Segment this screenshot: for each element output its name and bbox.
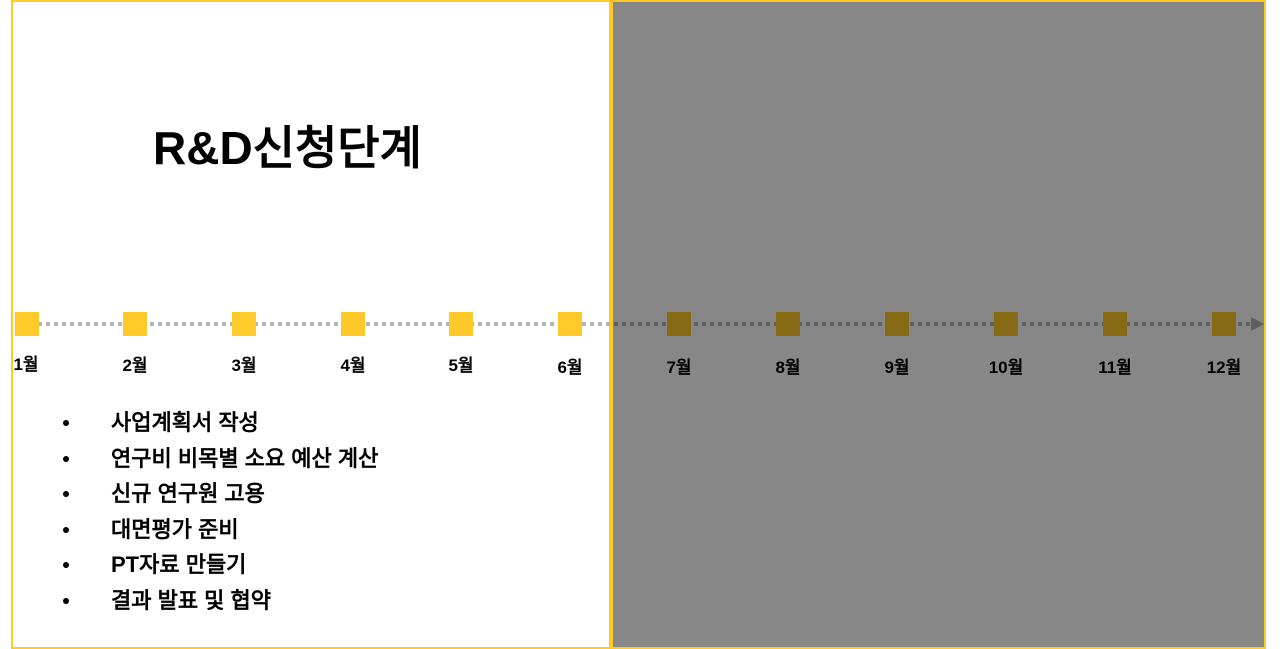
month-label-1: 1월	[13, 355, 39, 374]
month-marker-6	[558, 312, 582, 336]
month-label-6: 6월	[557, 358, 583, 377]
month-marker-1	[15, 312, 39, 336]
month-marker-10	[994, 312, 1018, 336]
month-label-5: 5월	[448, 356, 474, 375]
bullet-icon	[63, 526, 69, 533]
timeline-dotted-line	[38, 322, 1250, 326]
month-marker-12	[1212, 312, 1236, 336]
task-list: 사업계획서 작성 연구비 비목별 소요 예산 계산 신규 연구원 고용 대면평가…	[60, 405, 378, 618]
task-item: 대면평가 준비	[60, 512, 378, 548]
month-marker-5	[449, 312, 473, 336]
month-label-4: 4월	[340, 356, 366, 375]
month-marker-9	[885, 312, 909, 336]
month-label-10: 10월	[988, 358, 1024, 377]
bullet-icon	[63, 491, 69, 497]
bullet-icon	[63, 562, 69, 568]
task-item: PT자료 만들기	[60, 547, 378, 583]
bullet-icon	[63, 597, 69, 604]
task-text: 연구비 비목별 소요 예산 계산	[111, 445, 379, 471]
task-text: 결과 발표 및 협약	[111, 587, 272, 613]
task-text: 신규 연구원 고용	[111, 481, 265, 506]
task-text: 대면평가 준비	[111, 516, 239, 542]
task-item: 신규 연구원 고용	[60, 476, 378, 512]
month-label-7: 7월	[666, 358, 692, 377]
month-marker-3	[232, 312, 256, 336]
month-label-11: 11월	[1098, 358, 1132, 377]
month-marker-4	[341, 312, 365, 336]
task-text: PT자료 만들기	[111, 552, 247, 577]
month-marker-2	[123, 312, 147, 336]
task-text: 사업계획서 작성	[111, 410, 259, 435]
timeline-arrow-icon	[1251, 317, 1264, 331]
month-label-3: 3월	[231, 356, 257, 375]
month-label-12: 12월	[1206, 358, 1242, 377]
task-item: 사업계획서 작성	[60, 405, 378, 441]
month-label-2: 2월	[122, 356, 148, 375]
bullet-icon	[63, 420, 69, 426]
month-label-8: 8월	[775, 358, 801, 377]
slide-title: R&D신청단계	[153, 122, 422, 174]
month-marker-11	[1103, 312, 1127, 336]
dimmed-phase-overlay	[611, 0, 1266, 649]
task-item: 결과 발표 및 협약	[60, 583, 378, 619]
bullet-icon	[63, 455, 69, 462]
month-marker-7	[667, 312, 691, 336]
month-marker-8	[776, 312, 800, 336]
month-label-9: 9월	[884, 358, 910, 377]
task-item: 연구비 비목별 소요 예산 계산	[60, 441, 378, 477]
